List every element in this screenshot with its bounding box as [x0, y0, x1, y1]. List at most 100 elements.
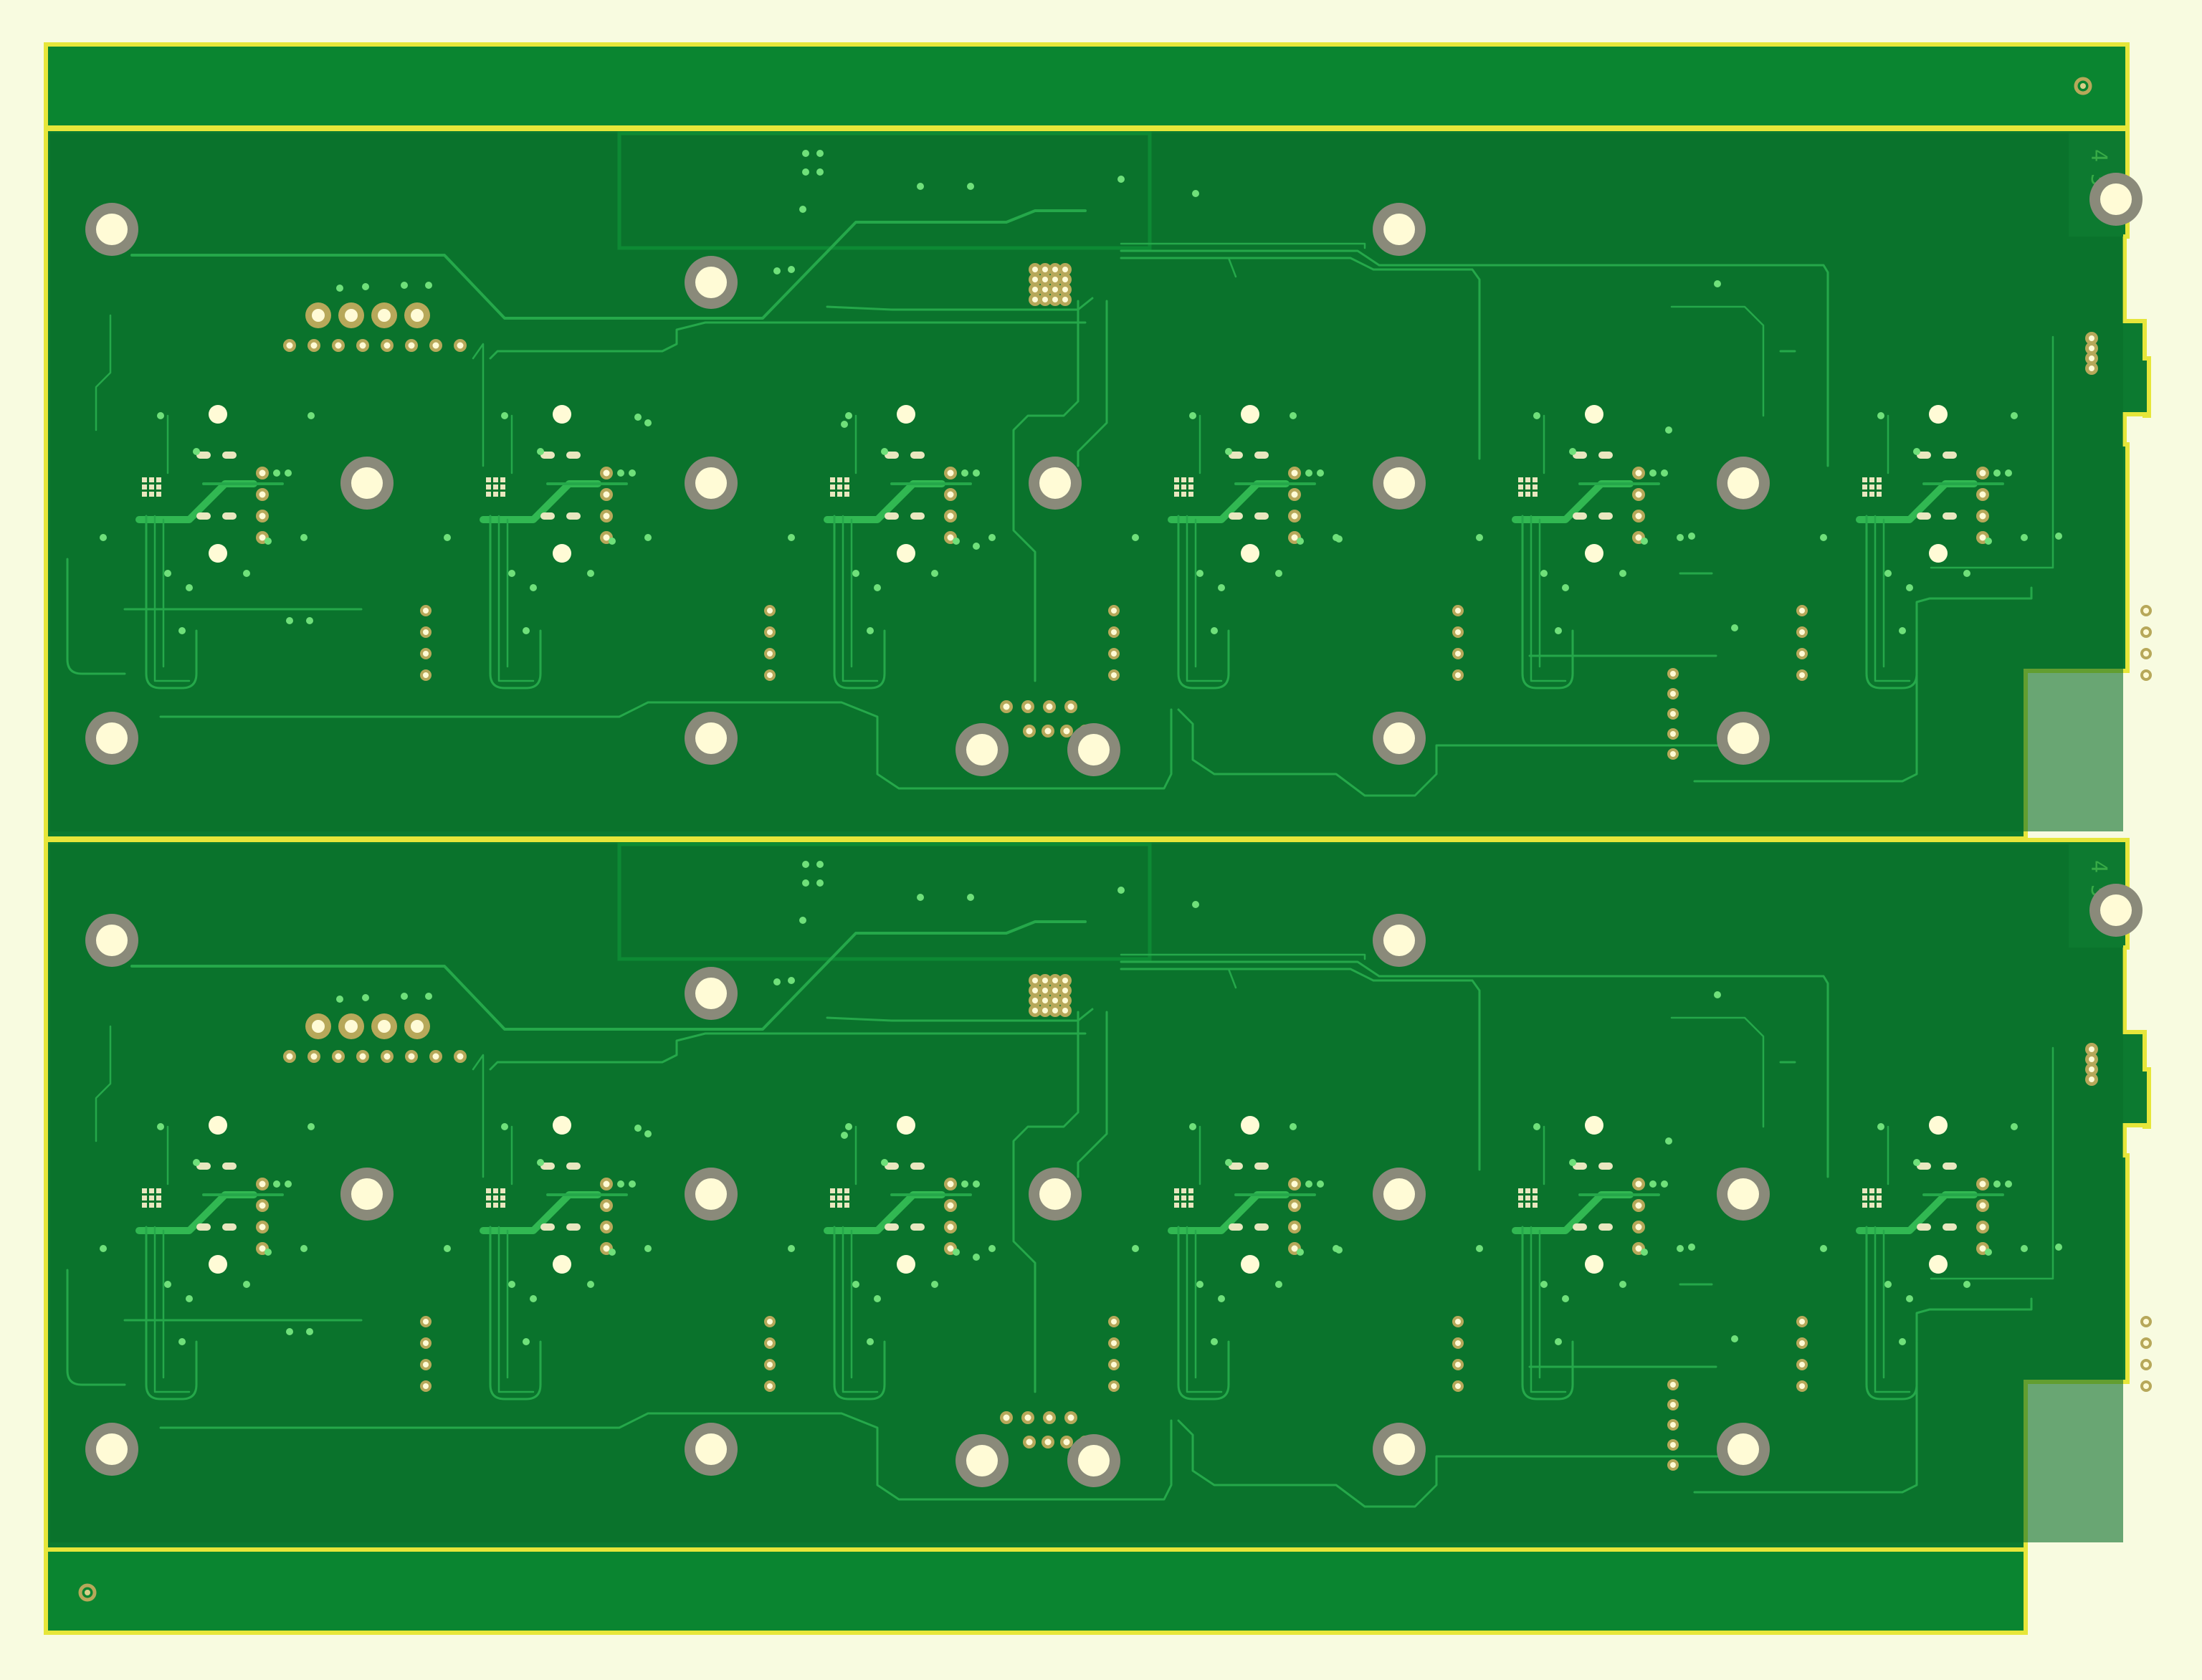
via-drill [1062, 998, 1068, 1003]
through-hole-drill [767, 629, 773, 635]
copper-trace [1865, 1226, 1918, 1400]
through-hole-drill [1979, 1180, 1986, 1188]
through-hole-drill [1046, 703, 1053, 710]
ic-pad [1869, 485, 1874, 490]
ic-pad [500, 1188, 505, 1193]
through-hole-drill [411, 1020, 424, 1033]
via [1899, 1338, 1906, 1345]
ic-pad [149, 477, 154, 482]
through-hole-drill [408, 342, 415, 349]
ic-pad [1174, 485, 1179, 490]
via [100, 534, 107, 541]
ic-pad [500, 1195, 505, 1201]
via [587, 1281, 594, 1288]
through-hole-drill [1044, 1438, 1052, 1446]
through-hole-drill [603, 1202, 610, 1209]
via-drill [1042, 988, 1048, 993]
via [1985, 1249, 1992, 1256]
ic-pad [1525, 1195, 1530, 1201]
via [2021, 534, 2028, 541]
via [1569, 448, 1576, 455]
via [773, 978, 781, 985]
copper-trace [145, 1226, 198, 1400]
through-hole-drill [947, 1202, 954, 1209]
copper-trace [1865, 515, 1918, 689]
through-hole-drill [1635, 534, 1642, 541]
ic-pad [1181, 1203, 1186, 1208]
through-hole-drill [423, 1383, 429, 1389]
ic-pad [142, 1188, 147, 1193]
via [609, 1249, 616, 1256]
via [1619, 1281, 1626, 1288]
copper-trace [1227, 257, 1237, 278]
through-hole-drill [1799, 1319, 1805, 1325]
copper-trace [1186, 515, 1223, 682]
via-drill [1042, 978, 1048, 983]
pcb-panel: 4343 [44, 42, 2152, 1635]
ic-pad [1869, 1195, 1874, 1201]
mounting-hole [1078, 1445, 1110, 1476]
through-hole-drill [1979, 512, 1986, 520]
via-drill [1032, 277, 1038, 282]
copper-trace [130, 209, 1087, 320]
ic-pad [156, 1195, 161, 1201]
via [874, 1295, 881, 1302]
ic-pad [1869, 492, 1874, 497]
copper-trace [489, 1226, 542, 1400]
via [1661, 469, 1668, 477]
via [1993, 469, 2001, 477]
via [501, 412, 508, 419]
via [1305, 469, 1312, 477]
through-hole-drill [1635, 512, 1642, 520]
via [1196, 1281, 1204, 1288]
led-pad [1585, 1116, 1603, 1135]
via-drill [1032, 267, 1038, 272]
through-hole-drill [603, 1180, 610, 1188]
via-drill [1032, 978, 1038, 983]
through-hole-drill [947, 512, 954, 520]
channel-1 [100, 1116, 432, 1400]
via [931, 570, 938, 577]
via [273, 1180, 280, 1188]
through-hole-drill [2143, 1319, 2149, 1325]
via-drill [1042, 998, 1048, 1003]
mounting-hole [96, 214, 128, 245]
through-hole-drill [1455, 1319, 1461, 1325]
ic-pad [156, 492, 161, 497]
via [530, 584, 537, 591]
via [788, 266, 795, 273]
via [1665, 1137, 1672, 1145]
ic-pad [500, 477, 505, 482]
through-hole-drill [1799, 629, 1805, 635]
ic-pad [1188, 492, 1193, 497]
ic-pad [1518, 477, 1523, 482]
via [501, 1123, 508, 1130]
led-pad [553, 544, 571, 563]
led-pad [897, 405, 915, 424]
through-hole-drill [378, 309, 391, 322]
through-hole-drill [1291, 1202, 1298, 1209]
via [967, 183, 974, 190]
smd-pad [1598, 1163, 1613, 1170]
ic-pad [830, 1188, 835, 1193]
via [881, 448, 888, 455]
via [931, 1281, 938, 1288]
via [1985, 538, 1992, 545]
led-pad [1241, 544, 1259, 563]
through-hole-drill [423, 651, 429, 657]
led-pad [897, 1116, 915, 1135]
through-hole-drill [310, 1053, 318, 1060]
via [1649, 469, 1657, 477]
board-top: 43 [44, 127, 2152, 841]
ic-pad [493, 1195, 498, 1201]
channel-6 [1820, 1116, 2152, 1400]
via [644, 1245, 652, 1252]
ic-pad [1188, 1195, 1193, 1201]
through-hole-drill [1455, 1362, 1461, 1368]
smd-pad [222, 1223, 237, 1231]
via [362, 994, 369, 1001]
via-drill [1052, 267, 1058, 272]
smd-pad [1598, 512, 1613, 520]
smd-pad [566, 512, 581, 520]
ic-pad [1877, 492, 1882, 497]
